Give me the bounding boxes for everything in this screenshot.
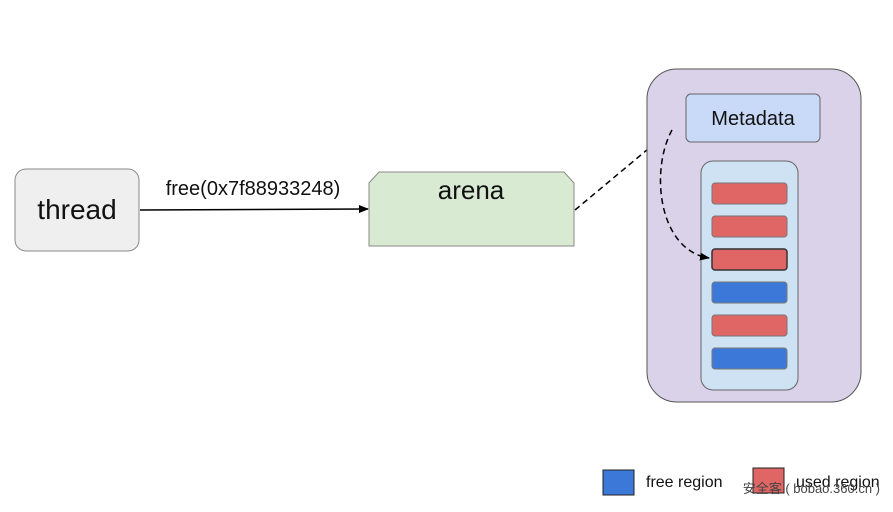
thread-label: thread	[37, 194, 116, 225]
legend-used-swatch	[752, 467, 785, 494]
arena-box	[368, 171, 575, 247]
used-region-block	[711, 314, 788, 337]
arena-node: arena	[368, 171, 575, 247]
regions-group	[711, 182, 788, 370]
free-region-block	[711, 347, 788, 370]
call-arrow-line	[139, 205, 369, 214]
legend-used-label: used region	[796, 474, 880, 491]
used-region-block	[711, 215, 788, 238]
legend-free-swatch	[602, 469, 635, 496]
legend: free region used region	[602, 467, 880, 496]
metadata-box	[685, 93, 821, 143]
call-label: free(0x7f88933248)	[166, 178, 341, 200]
thread-node: thread	[14, 168, 140, 252]
metadata-node: Metadata	[685, 93, 821, 143]
free-region-block	[711, 281, 788, 304]
thread-box	[14, 168, 140, 252]
used-region-block	[711, 248, 788, 271]
metadata-to-region-arrow	[659, 129, 710, 261]
legend-free-label: free region	[646, 474, 723, 491]
arena-to-metadata-arrow	[574, 118, 685, 211]
arena-label: arena	[438, 175, 505, 205]
watermark: 安全客 ( bobao.360.cn )	[743, 481, 880, 496]
free-call-arrow: free(0x7f88933248)	[139, 178, 369, 214]
metadata-label: Metadata	[711, 108, 795, 130]
used-region-block	[711, 182, 788, 205]
